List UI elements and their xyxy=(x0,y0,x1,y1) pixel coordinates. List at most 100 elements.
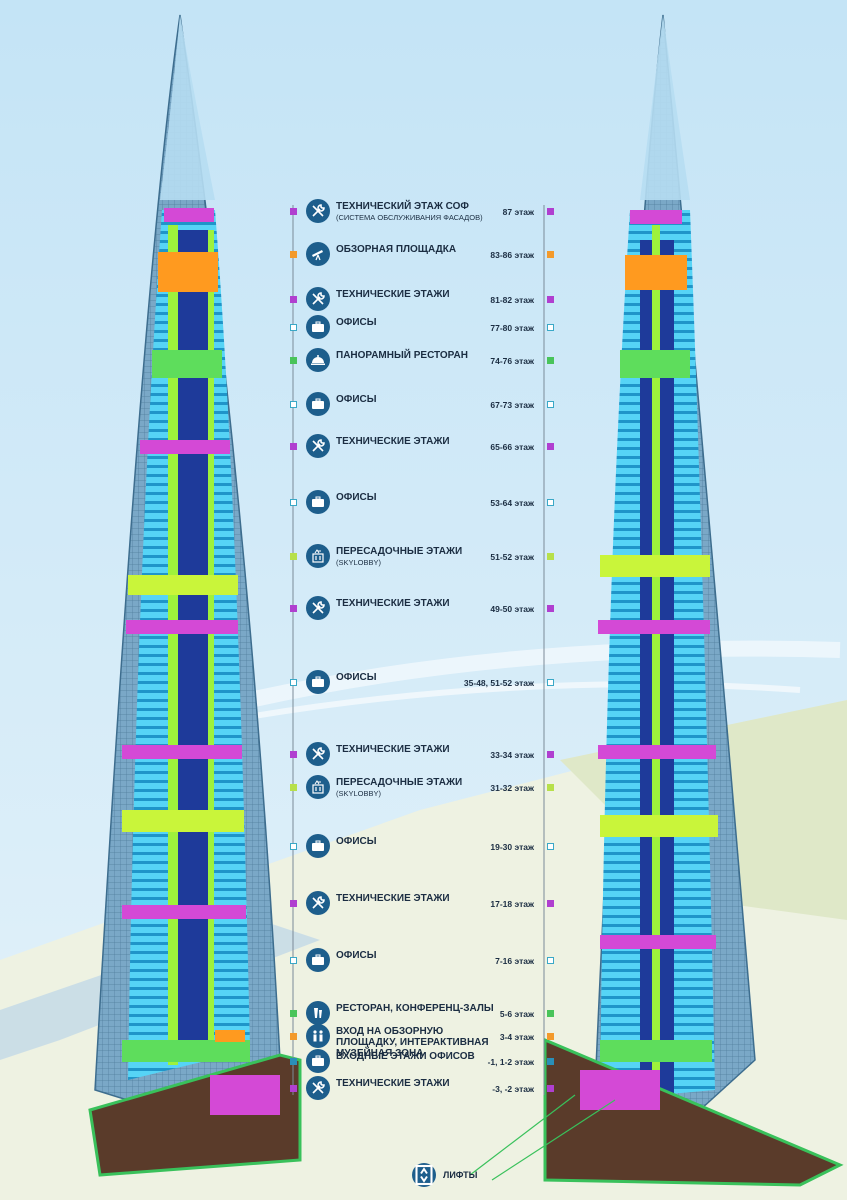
legend-marker-right xyxy=(547,499,554,506)
legend-marker-left xyxy=(290,900,297,907)
right-core-green xyxy=(652,225,660,1095)
legend-marker-right xyxy=(547,1085,554,1092)
legend-marker-left xyxy=(290,605,297,612)
wrench-screwdriver-icon xyxy=(306,287,330,311)
legend-marker-left xyxy=(290,208,297,215)
legend-floors: 65-66 этаж xyxy=(490,442,534,452)
legend-floors: 7-16 этаж xyxy=(495,956,534,966)
legend-row: ТЕХНИЧЕСКИЕ ЭТАЖИ 65-66 этаж xyxy=(290,432,554,462)
wrench-screwdriver-icon xyxy=(306,891,330,915)
briefcase-icon xyxy=(306,1049,330,1073)
wrench-screwdriver-icon xyxy=(306,596,330,620)
legend-marker-left xyxy=(290,324,297,331)
legend-floors: 77-80 этаж xyxy=(490,323,534,333)
right-tower xyxy=(543,14,844,1187)
legend-name: ОБЗОРНАЯ ПЛОЩАДКА xyxy=(336,244,457,255)
legend-marker-left xyxy=(290,784,297,791)
legend-marker-left xyxy=(290,751,297,758)
right-floor-tech-17 xyxy=(600,935,716,949)
legend-floors: 67-73 этаж xyxy=(490,400,534,410)
briefcase-icon xyxy=(306,315,330,339)
legend-row: ТЕХНИЧЕСКИЕ ЭТАЖИ 33-34 этаж xyxy=(290,740,554,770)
legend-row: ТЕХНИЧЕСКИЕ ЭТАЖИ 81-82 этаж xyxy=(290,285,554,315)
left-floor-tech-49 xyxy=(126,620,238,634)
legend-sub: (SKYLOBBY) xyxy=(336,789,382,798)
legend-name: ОФИСЫ xyxy=(336,317,377,328)
legend-marker-right xyxy=(547,843,554,850)
legend-marker-right xyxy=(547,296,554,303)
legend-marker-right xyxy=(547,1058,554,1065)
legend-marker-left xyxy=(290,553,297,560)
right-podium-tech xyxy=(580,1070,660,1110)
left-core-green xyxy=(168,225,178,1065)
drinks-icon xyxy=(306,1001,330,1025)
legend-marker-left xyxy=(290,957,297,964)
right-floor-restaurant xyxy=(620,350,690,378)
legend-marker-right xyxy=(547,401,554,408)
legend-marker-right xyxy=(547,679,554,686)
right-floor-lobby xyxy=(600,1040,712,1062)
elevator-transfer-icon xyxy=(306,775,330,799)
legend-name: ОФИСЫ xyxy=(336,836,377,847)
legend-floors: 19-30 этаж xyxy=(490,842,534,852)
legend-row: ТЕХНИЧЕСКИЕ ЭТАЖИ 49-50 этаж xyxy=(290,594,554,624)
legend-name: ТЕХНИЧЕСКИЕ ЭТАЖИ xyxy=(336,1078,450,1089)
legend-name: ТЕХНИЧЕСКИЕ ЭТАЖИ xyxy=(336,436,450,447)
legend-name: ВХОД НА ОБЗОРНУЮ ПЛОЩАДКУ, ИНТЕРАКТИВНАЯ… xyxy=(336,1026,489,1059)
right-floor-skylobby-31 xyxy=(600,815,718,837)
legend-marker-left xyxy=(290,679,297,686)
legend-marker-left xyxy=(290,357,297,364)
legend-marker-right xyxy=(547,751,554,758)
legend-marker-left xyxy=(290,499,297,506)
legend-name: ВХОДНЫЕ ЭТАЖИ ОФИСОВ xyxy=(336,1051,475,1062)
right-floor-tech-87 xyxy=(630,210,682,224)
legend-marker-right xyxy=(547,208,554,215)
elevator-icon xyxy=(412,1163,436,1187)
legend-floors: 49-50 этаж xyxy=(490,604,534,614)
legend-floors: 87 этаж xyxy=(502,207,534,217)
legend-row: ОФИСЫ 67-73 этаж xyxy=(290,390,554,420)
left-floor-tech-87 xyxy=(164,208,214,222)
legend-floors: 33-34 этаж xyxy=(490,750,534,760)
legend-marker-left xyxy=(290,401,297,408)
left-tower-spire-glass xyxy=(160,15,215,200)
legend-marker-right xyxy=(547,324,554,331)
left-floor-tech-65 xyxy=(140,440,230,454)
legend-floors: -3, -2 этаж xyxy=(492,1084,534,1094)
elevator-transfer-icon xyxy=(306,544,330,568)
briefcase-icon xyxy=(306,392,330,416)
legend-name: ОФИСЫ xyxy=(336,492,377,503)
legend-marker-right xyxy=(547,443,554,450)
legend-floors: 74-76 этаж xyxy=(490,356,534,366)
legend-name: ТЕХНИЧЕСКИЕ ЭТАЖИ xyxy=(336,598,450,609)
legend-floors: 5-6 этаж xyxy=(499,1009,534,1019)
legend-marker-left xyxy=(290,843,297,850)
left-core-green-2 xyxy=(208,230,214,1060)
wrench-screwdriver-icon xyxy=(306,1076,330,1100)
legend-row: ОФИСЫ 19-30 этаж xyxy=(290,832,554,862)
legend-name: ТЕХНИЧЕСКИЕ ЭТАЖИ xyxy=(336,744,450,755)
legend-sub: (СИСТЕМА ОБСЛУЖИВАНИЯ ФАСАДОВ) xyxy=(336,213,483,222)
legend-row: ОФИСЫ 77-80 этаж xyxy=(290,313,554,343)
legend-marker-left xyxy=(290,1058,297,1065)
wrench-screwdriver-icon xyxy=(306,434,330,458)
legend-row: ПЕРЕСАДОЧНЫЕ ЭТАЖИ(SKYLOBBY)51-52 этаж xyxy=(290,542,554,572)
legend-name: ОФИСЫ xyxy=(336,394,377,405)
legend-name: ПАНОРАМНЫЙ РЕСТОРАН xyxy=(336,350,468,361)
left-floor-tech-17 xyxy=(122,905,246,919)
left-podium-tech xyxy=(210,1075,280,1115)
briefcase-icon xyxy=(306,834,330,858)
lifts-label: ЛИФТЫ xyxy=(443,1170,478,1180)
legend-floors: 81-82 этаж xyxy=(490,295,534,305)
visitors-icon xyxy=(306,1024,330,1048)
right-floor-tech-49 xyxy=(598,620,710,634)
legend-marker-right xyxy=(547,900,554,907)
legend-name: ТЕХНИЧЕСКИЕ ЭТАЖИ xyxy=(336,289,450,300)
legend-name: ТЕХНИЧЕСКИЙ ЭТАЖ СОФ xyxy=(336,201,469,212)
legend-marker-left xyxy=(290,296,297,303)
legend-marker-right xyxy=(547,1033,554,1040)
